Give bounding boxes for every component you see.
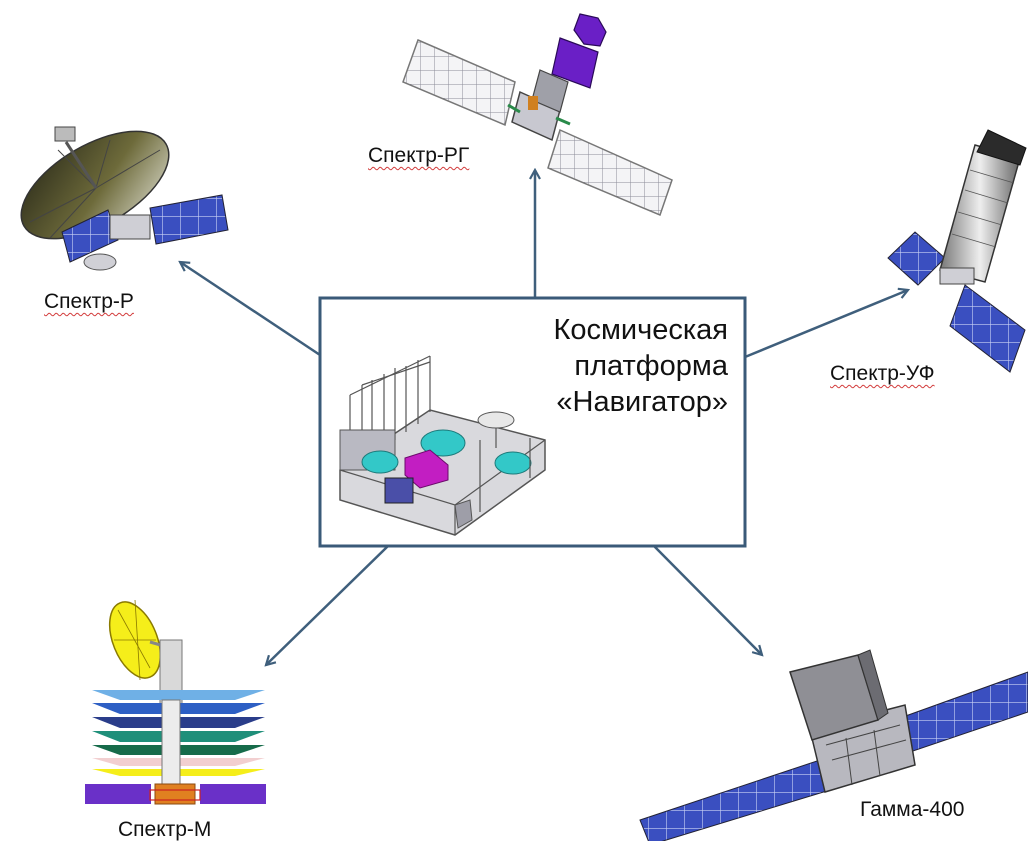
label-spektr-m: Спектр-М bbox=[118, 818, 212, 841]
platform-title-line-2: платформа bbox=[574, 350, 728, 382]
arrow-to-spektr-m bbox=[266, 545, 389, 665]
label-gamma-400: Гамма-400 bbox=[860, 798, 965, 821]
arrow-to-spektr-uf bbox=[744, 290, 908, 359]
arrows bbox=[180, 170, 908, 665]
arrow-to-spektr-r bbox=[180, 262, 321, 357]
spektr-rg-satellite-image bbox=[402, 13, 673, 217]
platform-title-line-1: Космическая bbox=[553, 314, 728, 346]
label-spektr-uf: Спектр-УФ bbox=[830, 362, 935, 385]
label-spektr-r: Спектр-Р bbox=[44, 290, 134, 313]
spektr-m-satellite-image bbox=[85, 599, 266, 805]
navigator-platform-image bbox=[339, 355, 546, 536]
label-spektr-rg: Спектр-РГ bbox=[368, 144, 470, 167]
gamma-400-satellite-image bbox=[639, 649, 1028, 841]
spektr-uf-satellite-image bbox=[887, 129, 1027, 373]
platform-title-line-3: «Навигатор» bbox=[556, 386, 728, 418]
platform-title: Космическая платформа «Навигатор» bbox=[500, 312, 728, 420]
arrow-to-gamma-400 bbox=[653, 545, 762, 655]
spektr-r-satellite-image bbox=[20, 126, 229, 271]
